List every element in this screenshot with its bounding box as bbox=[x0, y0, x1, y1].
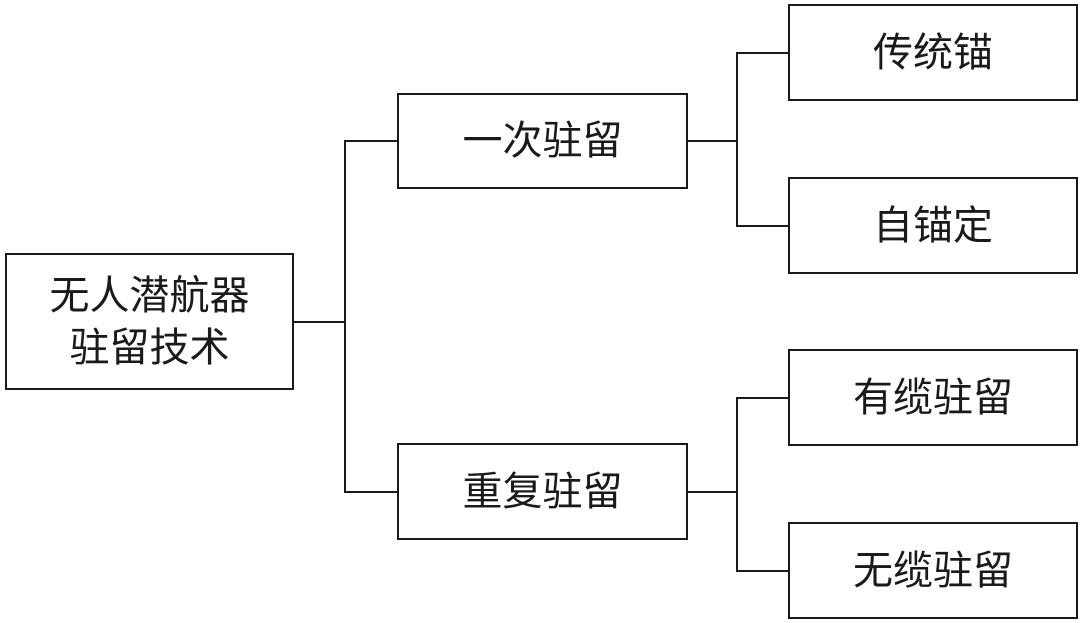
leaf-node-label: 有缆驻留 bbox=[853, 374, 1013, 421]
connector-branch-2-out bbox=[688, 491, 737, 493]
leaf-node-self-anchoring: 自锚定 bbox=[788, 177, 1078, 274]
leaf-node-label: 自锚定 bbox=[873, 202, 993, 249]
connector-root-spine bbox=[344, 140, 346, 493]
leaf-node-traditional-anchor: 传统锚 bbox=[788, 4, 1078, 101]
root-node-label-line-2: 驻留技术 bbox=[69, 324, 230, 371]
connector-root-out bbox=[294, 321, 345, 323]
leaf-node-label: 无缆驻留 bbox=[853, 547, 1013, 594]
connector-to-branch-1 bbox=[344, 140, 398, 142]
branch-node-repeated-residency: 重复驻留 bbox=[397, 443, 688, 540]
branch-node-one-time-residency: 一次驻留 bbox=[397, 93, 688, 189]
connector-to-branch-2 bbox=[344, 491, 398, 493]
connector-branch-2-spine bbox=[736, 397, 738, 571]
connector-to-leaf-2 bbox=[736, 225, 789, 227]
connector-to-leaf-3 bbox=[736, 397, 789, 399]
root-node-label-line-1: 无人潜航器 bbox=[49, 272, 250, 319]
connector-branch-1-out bbox=[688, 140, 737, 142]
connector-to-leaf-4 bbox=[736, 570, 789, 572]
root-node: 无人潜航器 驻留技术 bbox=[5, 253, 294, 390]
connector-branch-1-spine bbox=[736, 52, 738, 226]
branch-node-label: 一次驻留 bbox=[462, 118, 623, 164]
branch-node-label: 重复驻留 bbox=[462, 468, 623, 515]
connector-to-leaf-1 bbox=[736, 52, 789, 54]
leaf-node-untethered-residency: 无缆驻留 bbox=[788, 522, 1078, 619]
leaf-node-tethered-residency: 有缆驻留 bbox=[788, 349, 1078, 446]
leaf-node-label: 传统锚 bbox=[873, 29, 993, 76]
